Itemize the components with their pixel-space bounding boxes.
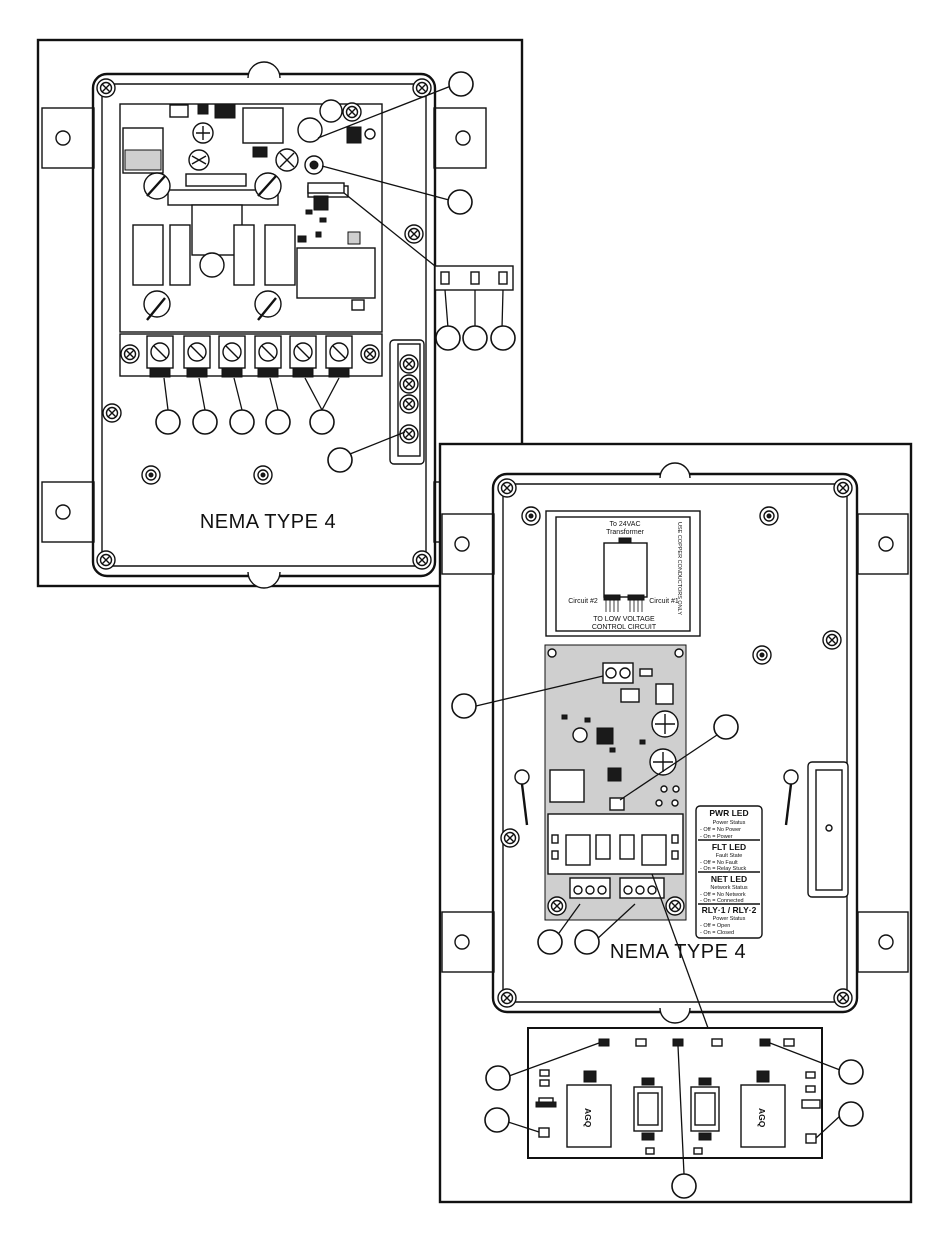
svg-text:Transformer: Transformer <box>606 529 645 536</box>
bottom-panel: To 24VAC Transformer Circuit #2 Circuit … <box>438 442 913 1204</box>
relay-area-small <box>551 834 679 866</box>
top-panel-frame <box>36 38 524 588</box>
enclosure-inner <box>101 83 427 567</box>
callout-marker <box>838 1059 864 1085</box>
svg-text:NET LED: NET LED <box>711 874 747 884</box>
terminal-strip <box>119 333 383 378</box>
svg-text:PWR LED: PWR LED <box>709 808 748 818</box>
svg-text:- Off = No Fault: - Off = No Fault <box>700 860 738 866</box>
corner-screw-icon <box>497 988 517 1008</box>
relay-detail-inset: AGQ AGQ <box>527 873 823 1159</box>
svg-text:Network Status: Network Status <box>710 885 748 891</box>
svg-text:- On = Connected: - On = Connected <box>700 898 744 904</box>
svg-text:- Off = No Network: - Off = No Network <box>700 892 746 898</box>
mounting-boss-icon <box>752 645 772 665</box>
mounting-boss-icon <box>253 465 273 485</box>
callout-marker <box>435 325 461 351</box>
svg-text:- Off = Open: - Off = Open <box>700 923 730 929</box>
callout-marker <box>265 409 291 435</box>
svg-text:AGQ: AGQ <box>757 1108 767 1128</box>
callout-marker <box>229 409 255 435</box>
callout-marker <box>155 409 181 435</box>
callouts-top <box>155 71 516 473</box>
svg-text:Power Status: Power Status <box>713 916 746 922</box>
svg-text:Circuit #1: Circuit #1 <box>649 598 679 605</box>
callout-marker <box>451 693 477 719</box>
callout-marker <box>327 447 353 473</box>
callout-marker <box>574 929 600 955</box>
callout-marker <box>462 325 488 351</box>
control-circuit-board <box>544 644 687 921</box>
mounting-boss-icon <box>759 506 779 526</box>
svg-text:TO LOW VOLTAGE: TO LOW VOLTAGE <box>593 616 655 623</box>
side-screw-icon <box>102 403 122 423</box>
svg-text:AGQ: AGQ <box>583 1108 593 1128</box>
callouts-bottom <box>451 675 864 1199</box>
svg-text:To 24VAC: To 24VAC <box>610 521 641 528</box>
mounting-boss-icon <box>141 465 161 485</box>
enclosure-label-top: NEMA TYPE 4 <box>200 511 336 533</box>
corner-screw-icon <box>96 550 116 570</box>
callout-marker <box>447 189 473 215</box>
enclosure-label-bottom: NEMA TYPE 4 <box>610 941 746 963</box>
side-screw-icon <box>404 224 424 244</box>
svg-text:- On = Power: - On = Power <box>700 834 733 840</box>
wiring-label: To 24VAC Transformer Circuit #2 Circuit … <box>545 510 701 637</box>
callout-marker <box>490 325 516 351</box>
power-circuit-board <box>119 99 383 333</box>
svg-text:RLY·1 / RLY·2: RLY·1 / RLY·2 <box>702 905 757 915</box>
led-detail-inset-top <box>307 182 514 329</box>
svg-text:Power Status: Power Status <box>713 820 746 826</box>
corner-screw-icon <box>412 550 432 570</box>
callout-marker <box>713 714 739 740</box>
svg-text:- On = Relay Stuck: - On = Relay Stuck <box>700 866 747 872</box>
svg-text:CONTROL CIRCUIT: CONTROL CIRCUIT <box>592 624 657 631</box>
led-legend: PWR LED Power Status - Off = No Power - … <box>695 805 763 939</box>
corner-screw-icon <box>833 988 853 1008</box>
svg-text:FLT LED: FLT LED <box>712 842 746 852</box>
corner-screw-icon <box>497 478 517 498</box>
enclosure-inner-bottom <box>502 483 848 1003</box>
corner-screw-icon <box>96 78 116 98</box>
mounting-boss-icon <box>521 506 541 526</box>
svg-text:- Off = No Power: - Off = No Power <box>700 827 741 833</box>
callout-marker <box>309 409 335 435</box>
status-led <box>309 160 319 170</box>
callout-marker <box>484 1107 510 1133</box>
callout-marker <box>671 1173 697 1199</box>
svg-text:USE COPPER CONDUCTORS ONLY: USE COPPER CONDUCTORS ONLY <box>676 522 682 615</box>
side-screw-icon <box>500 828 520 848</box>
corner-screw-icon <box>833 478 853 498</box>
svg-text:Fault State: Fault State <box>716 853 743 859</box>
mounting-ears-bottom <box>441 513 909 973</box>
callout-marker <box>192 409 218 435</box>
callout-marker <box>838 1101 864 1127</box>
ground-bar <box>389 339 425 465</box>
callout-marker <box>448 71 474 97</box>
callout-marker <box>485 1065 511 1091</box>
svg-text:Circuit #2: Circuit #2 <box>568 598 598 605</box>
svg-text:- On = Closed: - On = Closed <box>700 930 734 936</box>
side-screw-icon <box>822 630 842 650</box>
top-panel: NEMA TYPE 4 <box>36 38 524 589</box>
callout-marker <box>537 929 563 955</box>
